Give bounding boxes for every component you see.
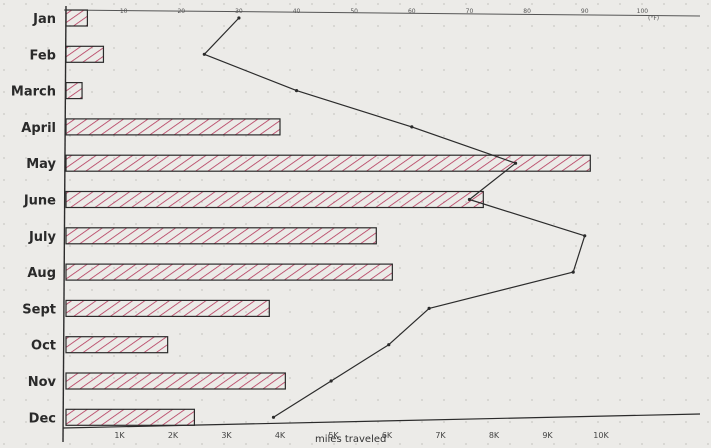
top-tick-label: 70 [466, 8, 474, 15]
temperature-line [203, 17, 586, 418]
bar-march [65, 81, 83, 100]
temperature-point [583, 234, 587, 238]
temperature-point [237, 16, 241, 20]
month-label-june: June [23, 194, 56, 209]
x-tick-label: 4K [275, 431, 286, 440]
month-label-aug: Aug [27, 266, 56, 281]
month-label-july: July [28, 230, 57, 245]
top-tick-label: 40 [293, 8, 301, 15]
x-axis-title: miles traveled [315, 434, 386, 445]
y-axis-line [62, 5, 67, 443]
top-tick-label: 100 [637, 8, 649, 15]
top-tick-label: 60 [408, 8, 416, 15]
temperature-point [427, 306, 431, 310]
month-label-march: March [11, 85, 56, 100]
month-label-may: May [26, 157, 56, 172]
top-tick-label: 50 [350, 8, 358, 15]
x-tick-label: 1K [114, 431, 125, 440]
x-tick-label: 7K [435, 431, 446, 440]
bar-dec [65, 408, 195, 426]
top-axis-line [63, 9, 701, 17]
x-axis-line [62, 413, 701, 429]
bar-aug [65, 263, 393, 281]
x-tick-label: 10K [593, 431, 609, 440]
x-tick-label: 2K [168, 431, 179, 440]
temperature-point [329, 379, 333, 383]
month-label-dec: Dec [29, 411, 56, 426]
bar-jan [65, 9, 88, 27]
bar-april [65, 118, 281, 136]
x-tick-label: 5K [328, 431, 339, 440]
bar-nov [65, 372, 286, 390]
x-tick-label: 6K [382, 431, 393, 440]
top-tick-label: 30 [235, 8, 243, 15]
top-axis-unit: (°F) [648, 15, 659, 22]
month-label-feb: Feb [30, 48, 56, 63]
month-label-april: April [21, 121, 56, 136]
bar-july [65, 227, 377, 245]
temperature-point [294, 89, 299, 93]
temperature-point [387, 343, 391, 347]
x-tick-label: 3K [221, 431, 232, 440]
temperature-point [202, 52, 206, 56]
bars-group [65, 9, 591, 426]
month-label-jan: Jan [32, 12, 56, 27]
temperature-point [571, 270, 575, 274]
top-tick-label: 10 [120, 8, 128, 15]
bar-may [65, 154, 591, 172]
month-labels: JanFebMarchAprilMayJuneJulyAugSeptOctNov… [11, 12, 57, 426]
month-label-nov: Nov [28, 375, 57, 390]
top-axis-ticks: 10 20 30 40 50 60 70 80 90 100 [120, 8, 648, 15]
bar-oct [65, 336, 169, 354]
x-tick-label: 9K [542, 431, 553, 440]
top-tick-label: 90 [581, 8, 589, 15]
month-label-sept: Sept [22, 302, 56, 317]
x-axis-ticks: 1K 2K 3K 4K 5K 6K 7K 8K 9K 10K [114, 431, 609, 440]
temperature-point [467, 197, 472, 202]
bar-sept [65, 299, 270, 317]
temperature-point [271, 415, 276, 419]
temperature-point [410, 125, 414, 129]
temperature-line-group [202, 16, 587, 419]
top-tick-label: 20 [177, 8, 185, 15]
bar-june [65, 190, 484, 209]
month-label-oct: Oct [31, 339, 56, 354]
bar-feb [65, 45, 105, 63]
x-tick-label: 8K [489, 431, 500, 440]
temperature-point [513, 161, 518, 165]
top-tick-label: 80 [523, 8, 531, 15]
